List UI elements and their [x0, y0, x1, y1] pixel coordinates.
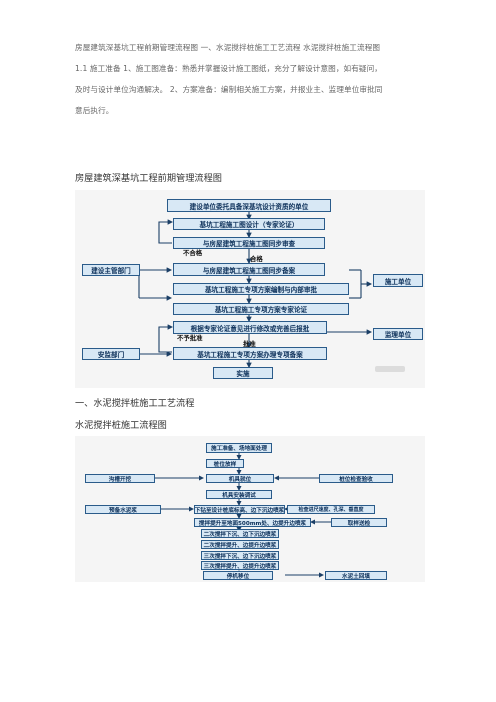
flow2-step-6: 搅拌提升至地面500mm处、边提升边喷浆 [194, 518, 311, 527]
flowchart-1: 建设单位委托具备深基坑设计资质的单位 基坑工程施工图设计（专家论证） 与房屋建筑… [75, 190, 425, 388]
flow2-side-backfill: 水泥土回填 [325, 571, 387, 580]
section-heading-1: 房屋建筑深基坑工程前期管理流程图 [75, 173, 222, 184]
flow1-step-8: 基坑工程施工专项方案办理专项备案 [173, 347, 327, 360]
intro-line-4: 意后执行。 [75, 106, 114, 115]
flow2-side-sample: 取样送检 [331, 518, 387, 527]
flow1-side-supervisor: 监理单位 [373, 328, 423, 340]
flow2-step-5: 下钻至设计桩底标高、边下沉边喷浆 [194, 505, 285, 514]
flow1-note-reject: 不予批准 [177, 334, 203, 342]
flow1-note-fail: 不合格 [183, 249, 203, 257]
flow1-step-6: 基坑工程施工专项方案专家论证 [173, 303, 349, 315]
flow2-side-inspect: 检查进尺速度、孔深、垂直度 [287, 505, 375, 514]
section-heading-2: 一、水泥搅拌桩施工工艺流程 [75, 398, 195, 409]
intro-line-1: 房屋建筑深基坑工程前期管理流程图 一、水泥搅拌桩施工工艺流程 水泥搅拌桩施工流程… [75, 43, 381, 52]
flow1-side-safety-dept: 安监部门 [82, 348, 140, 360]
flow2-side-trench: 沟槽开挖 [85, 474, 155, 483]
flow2-step-8: 二次搅拌提升、边提升边喷浆 [201, 540, 279, 549]
flow2-side-slurry: 预备水泥浆 [85, 505, 161, 514]
flowchart-2: 施工准备、场地面处理 桩位放样 机具就位 机具安装调试 下钻至设计桩底标高、边下… [75, 436, 425, 582]
flow1-step-1: 建设单位委托具备深基坑设计资质的单位 [167, 199, 331, 212]
flow1-step-4: 与房屋建筑工程施工图同步备案 [173, 263, 325, 276]
intro-line-2: 1.1 施工准备 1、施工图准备：熟悉并掌握设计施工图纸，充分了解设计意图，如有… [75, 64, 382, 73]
flow2-step-11: 停机移位 [203, 571, 273, 580]
intro-line-3: 及时与设计单位沟通解决。 2、方案准备：编制相关施工方案，并报业主、监理单位审批… [75, 85, 383, 94]
flow2-step-1: 施工准备、场地面处理 [206, 443, 272, 453]
flow1-step-7: 根据专家论证意见进行修改或完善后报批 [173, 321, 327, 334]
flow2-step-10: 三次搅拌提升、边提升边喷浆 [201, 561, 279, 570]
flow2-step-9: 三次搅拌下沉、边下沉边喷浆 [201, 551, 279, 560]
flow2-step-2: 桩位放样 [206, 459, 244, 468]
flow1-side-construction-authority: 建设主管部门 [82, 264, 140, 276]
section-heading-3: 水泥搅拌桩施工流程图 [75, 420, 167, 431]
flow1-note-approve: 批准 [243, 340, 256, 348]
flow1-note-pass: 合格 [250, 255, 263, 263]
flow2-side-pile-check: 桩位检查验收 [319, 474, 393, 483]
flow1-step-3: 与房屋建筑工程施工图同步审查 [173, 237, 325, 249]
flow1-side-contractor: 施工单位 [373, 274, 423, 287]
flow1-step-9: 实施 [213, 367, 273, 379]
flow2-step-4: 机具安装调试 [206, 490, 272, 499]
flow2-step-3: 机具就位 [206, 474, 274, 483]
flow2-step-7: 二次搅拌下沉、边下沉边喷浆 [201, 529, 279, 538]
flow1-step-5: 基坑工程施工专项方案编制与内部审批 [173, 283, 349, 295]
watermark [375, 366, 405, 372]
flow1-step-2: 基坑工程施工图设计（专家论证） [173, 218, 325, 230]
